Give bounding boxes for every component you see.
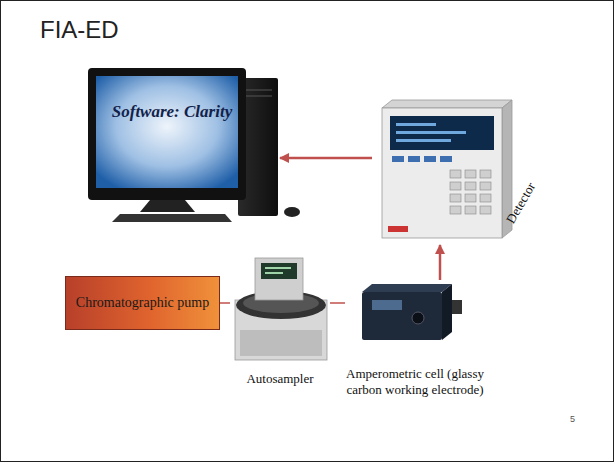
text-holder: Software: Clarity — [103, 101, 241, 122]
box-label: Chromatographic pump — [76, 295, 209, 312]
autosampler-illustration — [235, 258, 327, 360]
slide-number: 5 — [570, 414, 575, 424]
detector-illustration — [382, 100, 512, 238]
text-holder: Autosampler — [230, 371, 330, 387]
device-label: Autosampler — [230, 371, 330, 387]
tubing-line — [220, 302, 230, 304]
device-label: Detector — [502, 177, 541, 228]
signal-arrow — [439, 245, 442, 280]
text-holder: Amperometric cell (glassy carbon working… — [345, 366, 485, 397]
text-holder: Detector — [502, 177, 541, 228]
tubing-line — [330, 302, 345, 304]
detector-node: Detector — [372, 95, 547, 245]
device-label: Software: Clarity — [103, 101, 241, 122]
device-label: Amperometric cell (glassy carbon working… — [345, 366, 485, 397]
autosampler-node: Autosampler — [230, 255, 330, 390]
amperometric-cell-illustration — [362, 284, 462, 340]
pump-box: Chromatographic pump — [65, 276, 220, 330]
computer-node: Software: Clarity — [85, 65, 280, 220]
slide-title: FIA-ED — [40, 16, 119, 44]
signal-arrow — [280, 157, 372, 160]
cell-node: Amperometric cell (glassy carbon working… — [345, 280, 485, 420]
computer-illustration — [88, 68, 300, 222]
